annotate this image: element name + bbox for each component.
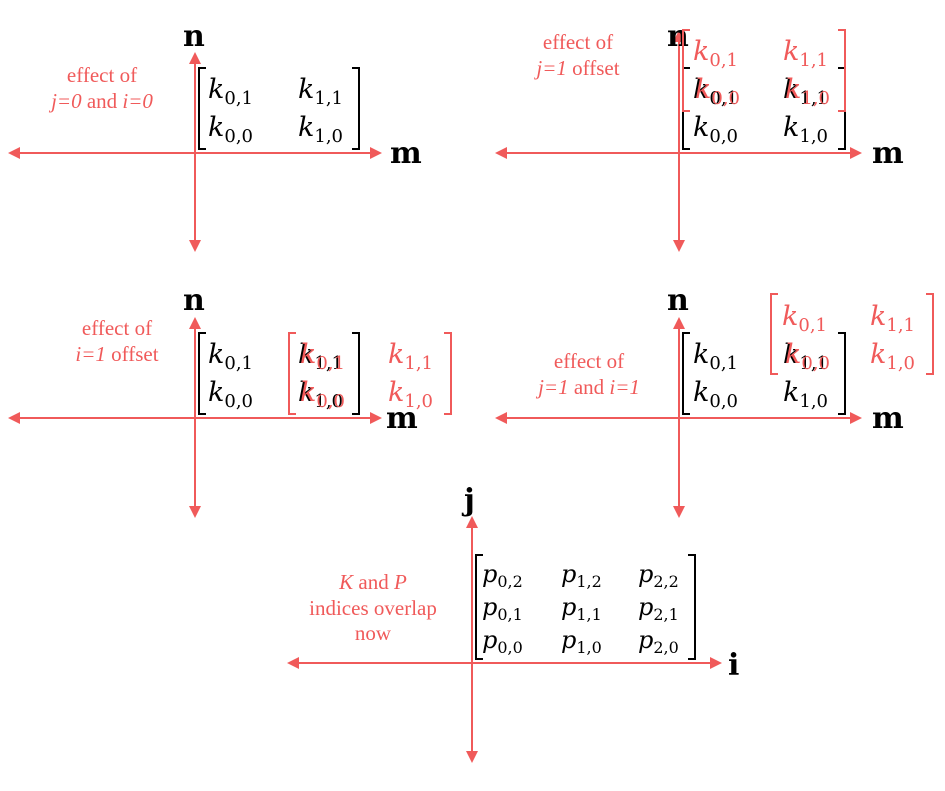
panel-3-note-offset: offset xyxy=(106,342,159,366)
panel-2-k11-red: k1,1 xyxy=(783,36,828,71)
panel-5-p20: p2,0 xyxy=(638,626,679,657)
panel-2-matrix-black: k0,1 k1,1 k0,0 k1,0 xyxy=(682,67,846,150)
panel-3-k11-red: k1,1 xyxy=(388,339,433,374)
panel-4-k00-red: k0,0 xyxy=(785,339,830,374)
panel-2-k10-black: k1,0 xyxy=(783,112,828,147)
panel-3-k10-red: k1,0 xyxy=(388,377,433,412)
panel-2-k01-red: k0,1 xyxy=(693,36,738,71)
panel-3-axes xyxy=(8,317,382,518)
panel-4-k10-red: k1,0 xyxy=(870,339,915,374)
panel-4-y-axis-label: n xyxy=(667,283,689,318)
panel-4-note-and: and xyxy=(569,375,610,399)
panel-1-matrix-black: k0,1 k1,1 k0,0 k1,0 xyxy=(198,67,360,150)
panel-1-k00: k0,0 xyxy=(208,112,253,147)
panel-3-k00-black: k0,0 xyxy=(208,377,253,412)
panel-1-note-i: i=0 xyxy=(122,89,153,113)
panel-3-k01-red: k0,1 xyxy=(300,339,345,374)
panel-5-y-axis-label: j xyxy=(461,483,475,518)
panel-3-note-line2: i=1 offset xyxy=(75,342,158,366)
panel-3-k11-black: k1,1 xyxy=(298,339,343,374)
panel-5: j i K and P indices overlap now p0,2 p1,… xyxy=(287,483,739,763)
panel-1-note-line1: effect of xyxy=(67,63,137,87)
panel-2-x-axis-label: m xyxy=(872,136,904,171)
panel-1-k10: k1,0 xyxy=(298,112,343,147)
panel-5-x-axis-label: i xyxy=(728,648,739,683)
panel-1-x-axis-label: m xyxy=(390,136,422,171)
panel-2-matrix-red: k0,1 k1,1 k0,0 k1,0 xyxy=(682,29,846,112)
panel-2-y-axis-label: n xyxy=(667,19,689,54)
panel-5-note-and: and xyxy=(353,570,394,594)
panel-1-k11: k1,1 xyxy=(298,74,343,109)
panel-2-k00-red: k0,0 xyxy=(695,74,740,109)
panel-1: n m effect of j=0 and i=0 k0,1 k1,1 k0,0… xyxy=(8,19,422,252)
panel-3-k00-red: k0,0 xyxy=(300,377,345,412)
panel-5-p10: p1,0 xyxy=(561,626,602,657)
panel-5-note-K: K xyxy=(338,570,354,594)
panel-3: n m effect of i=1 offset k0,1 k1,1 k0,0 … xyxy=(8,283,452,518)
panel-3-matrix-red: k0,1 k1,1 k0,0 k1,0 xyxy=(288,332,452,415)
panel-4-k01-black: k0,1 xyxy=(693,339,738,374)
panel-2-k10-red: k1,0 xyxy=(785,74,830,109)
panel-5-note-line2: indices overlap xyxy=(309,596,437,620)
panel-3-note-line1: effect of xyxy=(82,316,152,340)
panel-2-axes xyxy=(495,30,862,252)
panel-2-k11-black: k1,1 xyxy=(783,74,828,109)
panel-1-axes xyxy=(8,52,382,252)
panel-5-p22: p2,2 xyxy=(638,560,679,591)
panel-3-y-axis-label: n xyxy=(183,283,205,318)
panel-3-k01-black: k0,1 xyxy=(208,339,253,374)
panel-1-note-j: j=0 xyxy=(48,89,82,113)
panel-2-note-offset: offset xyxy=(567,56,620,80)
panel-2-k01-black: k0,1 xyxy=(693,74,738,109)
panel-5-axes xyxy=(287,516,722,763)
panel-4-note-line1: effect of xyxy=(554,349,624,373)
panel-4-matrix-red: k0,1 k1,1 k0,0 k1,0 xyxy=(770,293,934,375)
panel-4-note-j: j=1 xyxy=(535,375,569,399)
panel-1-note-and: and xyxy=(82,89,123,113)
panel-3-x-axis-label: m xyxy=(386,401,418,436)
panel-5-p12: p1,2 xyxy=(561,560,602,591)
panel-5-note-P: P xyxy=(393,570,407,594)
panel-1-note-line2: j=0 and i=0 xyxy=(48,89,153,113)
panel-2-note-j: j=1 xyxy=(533,56,567,80)
panel-5-p02: p0,2 xyxy=(482,560,523,591)
panel-4-note-line2: j=1 and i=1 xyxy=(535,375,640,399)
panel-3-note-i: i=1 xyxy=(75,342,106,366)
panel-4-note-i: i=1 xyxy=(609,375,640,399)
panel-4-axes xyxy=(495,317,862,518)
panel-5-p21: p2,1 xyxy=(638,593,679,624)
panel-5-note-line3: now xyxy=(355,621,392,645)
panel-4: n m effect of j=1 and i=1 k0,1 k1,1 k0,0… xyxy=(495,283,934,518)
panel-1-y-axis-label: n xyxy=(183,19,205,54)
panel-5-note-line1: K and P xyxy=(338,570,407,594)
panel-3-matrix-black: k0,1 k1,1 k0,0 k1,0 xyxy=(198,332,360,415)
panel-4-k10-black: k1,0 xyxy=(783,377,828,412)
panel-5-p11: p1,1 xyxy=(561,593,602,624)
panel-4-k01-red: k0,1 xyxy=(782,301,827,336)
panel-4-k11-red: k1,1 xyxy=(870,301,915,336)
panel-2-note-line2: j=1 offset xyxy=(533,56,619,80)
panel-4-matrix-black: k0,1 k1,1 k0,0 k1,0 xyxy=(682,332,846,415)
panel-5-p00: p0,0 xyxy=(482,626,523,657)
panel-5-p01: p0,1 xyxy=(482,593,523,624)
panel-4-x-axis-label: m xyxy=(872,401,904,436)
panel-1-k01: k0,1 xyxy=(208,74,253,109)
panel-4-k11-black: k1,1 xyxy=(783,339,828,374)
panel-5-matrix-p: p0,2 p1,2 p2,2 p0,1 p1,1 p2,1 p0,0 p1,0 … xyxy=(475,554,696,660)
panel-2-note-line1: effect of xyxy=(543,30,613,54)
panel-4-k00-black: k0,0 xyxy=(693,377,738,412)
panel-2-k00-black: k0,0 xyxy=(693,112,738,147)
panel-3-k10-black: k1,0 xyxy=(298,377,343,412)
panel-2: n m effect of j=1 offset k0,1 k1,1 k0,0 … xyxy=(495,19,904,252)
